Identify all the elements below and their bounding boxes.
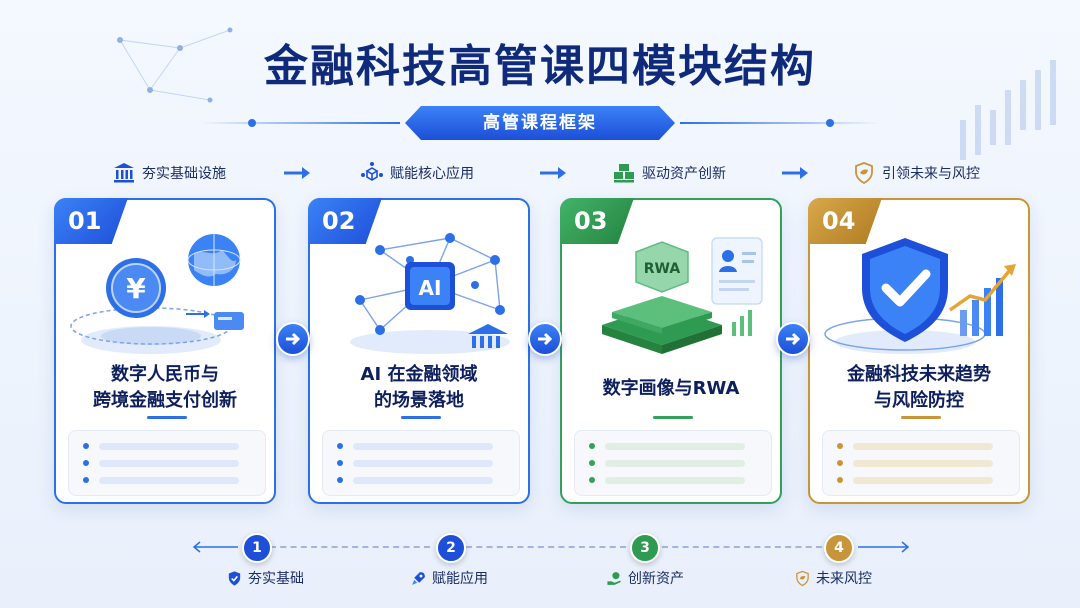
arrow-right-icon bbox=[786, 332, 801, 346]
module-title: 数字画像与RWA bbox=[602, 378, 740, 399]
bank-icon bbox=[114, 163, 134, 183]
stage-2-label: 赋能核心应用 bbox=[390, 166, 474, 182]
timeline-node-1: 1 bbox=[242, 533, 272, 563]
card-connector-1 bbox=[276, 322, 310, 356]
timeline-node-3: 3 bbox=[630, 533, 660, 563]
stage-arrow-2 bbox=[540, 167, 566, 179]
title-underline bbox=[147, 416, 187, 419]
placeholder-list bbox=[322, 430, 520, 496]
module-card-3: 03 RWA 数字画像与RWA bbox=[560, 198, 782, 504]
page-title: 金融科技高管课四模块结构 bbox=[264, 41, 816, 92]
yuan-symbol: ¥ bbox=[126, 272, 146, 305]
title-underline bbox=[653, 416, 693, 419]
module-number: 03 bbox=[560, 198, 634, 244]
rwa-token-label: RWA bbox=[644, 261, 681, 277]
banner-line-left bbox=[200, 122, 400, 124]
digital-yuan-illustration: ¥ bbox=[70, 234, 244, 354]
stage-1: 夯实基础设施 bbox=[112, 160, 226, 186]
module-number: 04 bbox=[808, 198, 882, 244]
timeline-label-1: 夯实基础 bbox=[226, 568, 304, 588]
ai-chip-label: AI bbox=[419, 276, 442, 300]
arrow-right-icon bbox=[286, 332, 301, 346]
stage-1-label: 夯实基础设施 bbox=[142, 166, 226, 182]
framework-banner: 高管课程框架 bbox=[405, 106, 675, 140]
stage-4-label: 引领未来与风控 bbox=[882, 166, 980, 182]
stage-4: 引领未来与风控 bbox=[852, 160, 980, 186]
banner-dot-right bbox=[826, 119, 834, 127]
module-title: AI 在金融领域 的场景落地 bbox=[360, 364, 478, 411]
arrow-right-icon bbox=[538, 332, 553, 346]
stage-arrow-3 bbox=[782, 167, 808, 179]
module-title: 数字人民币与 跨境金融支付创新 bbox=[93, 364, 237, 411]
timeline-segment-2 bbox=[466, 546, 626, 548]
module-number: 01 bbox=[54, 198, 128, 244]
timeline-segment-1 bbox=[270, 546, 430, 548]
title-underline bbox=[401, 416, 441, 419]
timeline-segment-3 bbox=[662, 546, 822, 548]
stacked-boxes-icon bbox=[614, 164, 634, 183]
timeline-label-2: 赋能应用 bbox=[410, 568, 488, 588]
shield-leaf-icon bbox=[796, 570, 809, 586]
network-cube-icon bbox=[361, 162, 383, 181]
placeholder-list bbox=[68, 430, 266, 496]
shield-check-icon bbox=[228, 570, 241, 586]
module-card-1: 01 ¥ 数字人民币与 跨境金融支付创新 bbox=[54, 198, 276, 504]
placeholder-list bbox=[822, 430, 1020, 496]
module-title: 金融科技未来趋势 与风险防控 bbox=[847, 364, 991, 411]
timeline-node-4: 4 bbox=[824, 533, 854, 563]
shield-leaf-icon bbox=[855, 162, 873, 185]
banner-dot-left bbox=[248, 119, 256, 127]
banner-line-right bbox=[680, 122, 880, 124]
stage-arrow-1 bbox=[284, 167, 310, 179]
stage-3-label: 驱动资产创新 bbox=[642, 166, 726, 182]
security-shield-illustration bbox=[824, 238, 1016, 354]
timeline-label-4: 未来风控 bbox=[794, 568, 872, 588]
ai-chip-network-illustration: AI bbox=[350, 233, 510, 354]
timeline-node-2: 2 bbox=[436, 533, 466, 563]
module-card-2: 02 AI AI 在金融领域 的场景落地 bbox=[308, 198, 530, 504]
title-underline bbox=[901, 416, 941, 419]
stage-2: 赋能核心应用 bbox=[360, 160, 474, 186]
module-card-4: 04 金融科技未来趋势 与风险防控 bbox=[808, 198, 1030, 504]
timeline-right-arrow bbox=[858, 541, 910, 553]
timeline-left-arrow bbox=[192, 541, 238, 553]
card-connector-3 bbox=[776, 322, 810, 356]
rocket-icon bbox=[412, 571, 425, 585]
placeholder-list bbox=[574, 430, 772, 496]
coin-hand-icon bbox=[607, 571, 621, 585]
timeline-label-3: 创新资产 bbox=[606, 568, 684, 588]
card-connector-2 bbox=[528, 322, 562, 356]
stage-3: 驱动资产创新 bbox=[612, 160, 726, 186]
rwa-token-illustration: RWA bbox=[602, 237, 763, 354]
